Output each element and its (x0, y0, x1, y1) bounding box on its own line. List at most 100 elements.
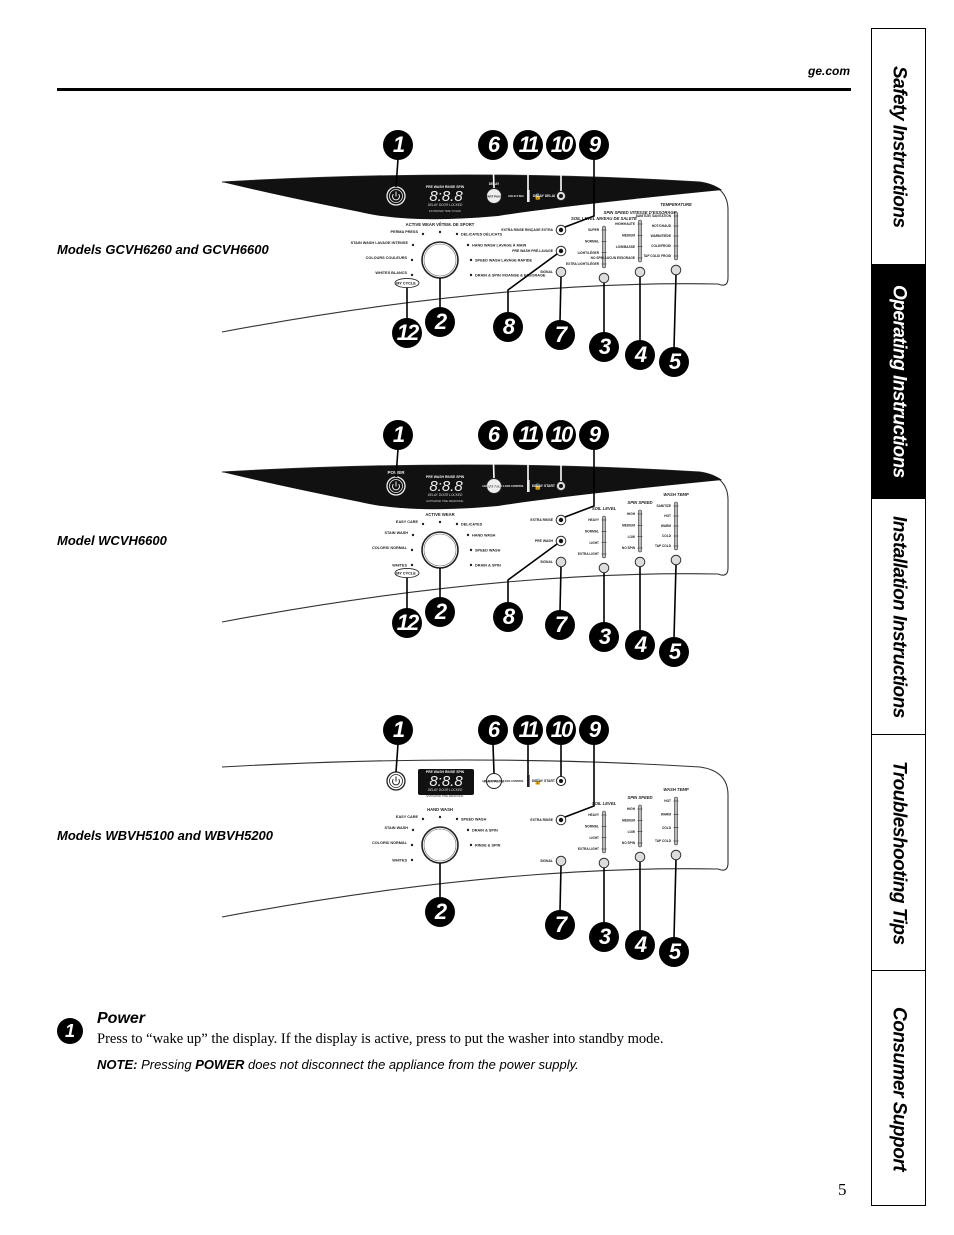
site-url[interactable]: ge.com (807, 64, 850, 78)
cycle-option: COLOURS COULEURS (366, 256, 408, 260)
soil-level-indicator-bar (602, 515, 606, 559)
spin-speed-button[interactable] (634, 556, 646, 568)
cycle-indicator (411, 533, 415, 537)
tab-operating-instructions[interactable]: Operating Instructions (872, 265, 925, 499)
signal-button[interactable] (555, 556, 567, 568)
cycle-indicator (410, 858, 414, 862)
signal-button[interactable] (555, 266, 567, 278)
tab-label: Troubleshooting Tips (888, 760, 910, 945)
wash-temp-option: HOT/CHAUD (652, 224, 672, 228)
start-pause-button[interactable]: START PAUSE (484, 773, 505, 789)
start-pause-button[interactable]: START PAUSE (484, 188, 505, 204)
power-button[interactable] (386, 476, 406, 496)
pre-wash-button[interactable] (555, 535, 567, 547)
callout-4: 4 (625, 930, 655, 960)
callout-3: 3 (589, 622, 619, 652)
tab-safety-instructions[interactable]: Safety Instructions (872, 29, 925, 265)
soil-level-indicator-bar (602, 810, 606, 854)
soil-level-option: HEAVY (588, 813, 600, 817)
wash-temp-button[interactable] (670, 264, 682, 276)
start-pause-label: START PAUSE (484, 195, 505, 199)
soil-level-option: EXTRA LIGHT (578, 552, 599, 556)
cycle-indicator (438, 230, 442, 234)
tab-installation-instructions[interactable]: Installation Instructions (872, 499, 925, 735)
wash-temp-option: WARM (661, 524, 671, 528)
display-top-text: PRE WASH RINSE SPIN (426, 475, 465, 479)
option-label: SIGNAL (540, 560, 553, 564)
power-button[interactable] (386, 186, 406, 206)
cycle-selector-knob[interactable] (421, 531, 459, 569)
callout-10: 10 (546, 420, 576, 450)
leader-line (492, 158, 495, 189)
cycle-option: HAND WASH LAVAGE À MAIN (472, 243, 527, 248)
wash-temp-option: COLD (662, 826, 672, 830)
power-icon (392, 483, 400, 491)
dark-control-band (222, 175, 722, 220)
start-pause-button[interactable]: START PAUSE (484, 478, 505, 494)
soil-level-button[interactable] (598, 272, 610, 284)
callout-10: 10 (546, 130, 576, 160)
wash-temp-button[interactable] (670, 554, 682, 566)
leader-line (673, 274, 677, 349)
wash-temp-indicator-bar (674, 796, 678, 846)
wash-temp-option: HOT (664, 514, 671, 518)
soil-level-indicator-bar (602, 225, 606, 269)
soil-level-button[interactable] (598, 857, 610, 869)
cycle-option: STAIN WASH (384, 826, 408, 830)
tab-consumer-support[interactable]: Consumer Support (872, 971, 925, 1207)
extra-rinse-button[interactable] (555, 514, 567, 526)
cycle-selector-knob[interactable] (421, 826, 459, 864)
spin-speed-indicator-bar (638, 219, 642, 263)
delay-start-button[interactable] (555, 775, 567, 787)
cycle-indicator (469, 548, 473, 552)
lock-icon: 🔒 (534, 193, 541, 201)
lock-indicator (527, 775, 530, 787)
spin-speed-button[interactable] (634, 266, 646, 278)
cycle-selector-knob[interactable] (421, 241, 459, 279)
callout-8: 8 (493, 312, 523, 342)
option-label: SIGNAL (540, 270, 553, 274)
wash-temp-button[interactable] (670, 849, 682, 861)
cycle-indicator (410, 563, 414, 567)
extra-rinse-button[interactable] (555, 814, 567, 826)
callout-1: 1 (383, 715, 413, 745)
my-cycle-button[interactable]: MY CYCLE (394, 277, 420, 289)
signal-button[interactable] (555, 855, 567, 867)
my-cycle-button[interactable]: MY CYCLE (394, 567, 420, 579)
feature-note: NOTE: Pressing POWER does not disconnect… (97, 1057, 579, 1072)
callout-8: 8 (493, 602, 523, 632)
soil-level-option: NORMAL (585, 825, 599, 829)
cycle-option: EASY CARE (396, 520, 419, 524)
spin-speed-title: SPIN SPEED VITESSE D'ESSORAGE (604, 210, 677, 215)
leader-line (564, 159, 595, 228)
spin-speed-option: HIGH (627, 807, 636, 811)
page-number: 5 (838, 1180, 847, 1199)
soil-level-option: LIGHT/LÉGER (578, 250, 600, 255)
spin-speed-option: HIGH/HAUTE (615, 222, 635, 226)
tab-troubleshooting-tips[interactable]: Troubleshooting Tips (872, 735, 925, 971)
callout-2: 2 (425, 597, 455, 627)
spin-speed-button[interactable] (634, 851, 646, 863)
delay-start-label: DELAY DELAI (533, 194, 555, 198)
leader-line (559, 276, 562, 322)
soil-level-option: SUPER (588, 228, 600, 232)
power-button[interactable] (386, 771, 406, 791)
soil-level-button[interactable] (598, 562, 610, 574)
cycle-option: WHITES (392, 564, 407, 568)
delay-start-button[interactable] (555, 190, 567, 202)
cycle-indicator (410, 273, 414, 277)
leader-line (395, 743, 399, 773)
extra-rinse-button[interactable] (555, 224, 567, 236)
callout-1: 1 (383, 130, 413, 160)
cycle-indicator (411, 828, 415, 832)
soil-level-option: EXTRA LIGHT/LÉGER (566, 261, 600, 266)
delay-start-button[interactable] (555, 480, 567, 492)
soil-level-title: SOIL LEVEL (592, 801, 617, 806)
pre-wash-button[interactable] (555, 245, 567, 257)
spin-speed-option: MEDIUM (622, 234, 635, 238)
cycle-indicator (466, 533, 470, 537)
callout-6: 6 (478, 420, 508, 450)
cycle-indicator (438, 520, 442, 524)
